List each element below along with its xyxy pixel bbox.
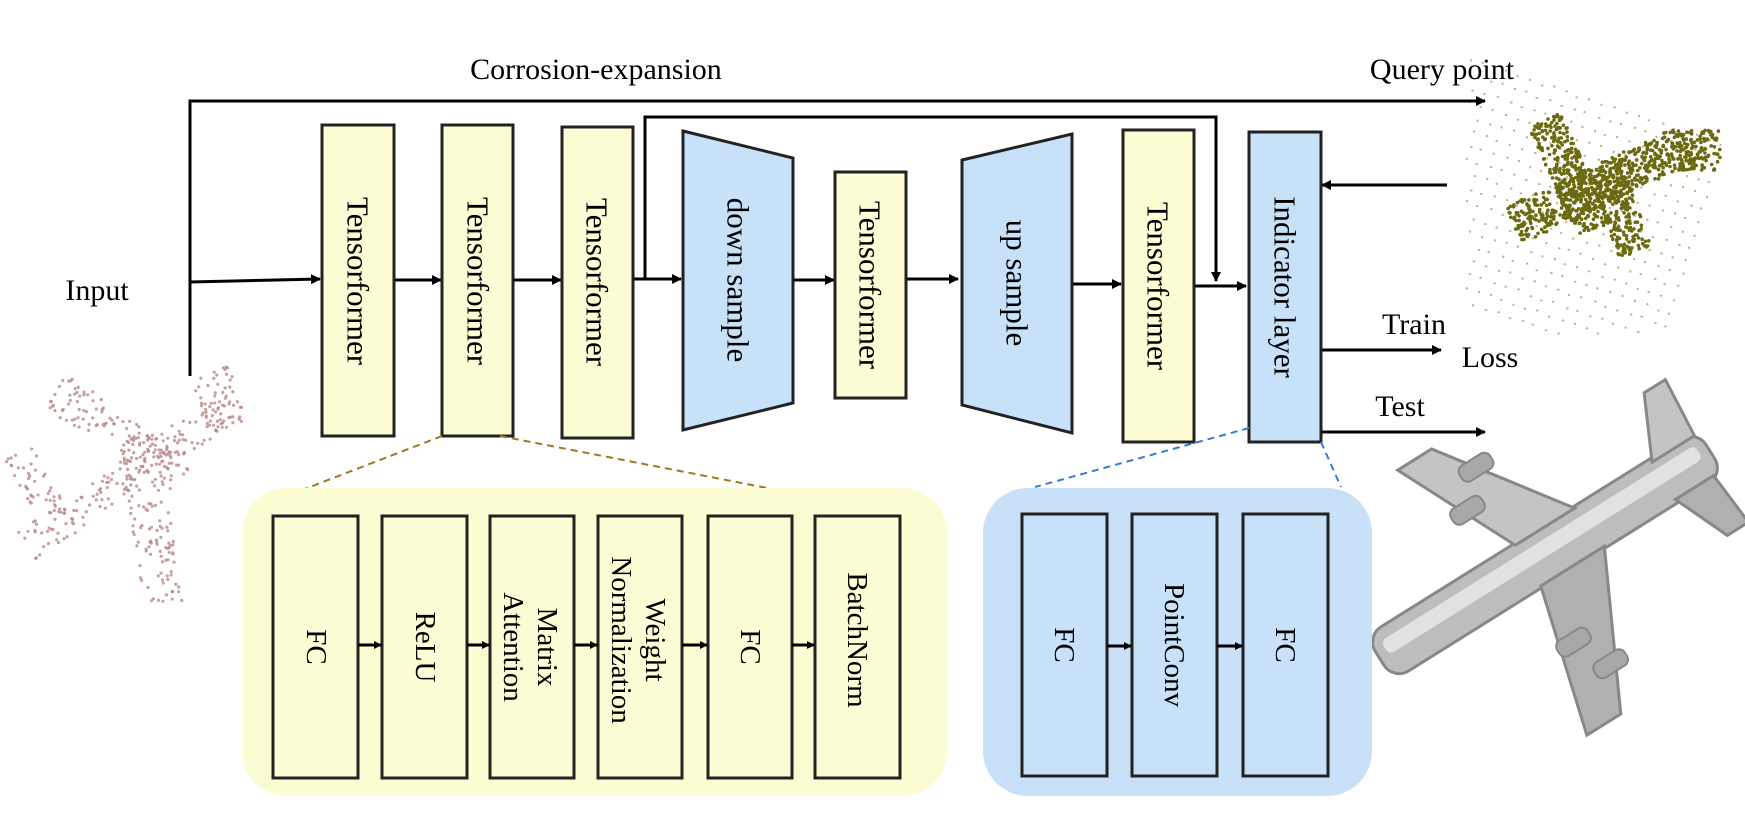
svg-text:down sample: down sample <box>721 198 756 362</box>
svg-text:Matrix: Matrix <box>531 608 563 687</box>
tensorformer-block-5: Tensorformer <box>1121 128 1196 444</box>
svg-text:Weight: Weight <box>639 598 671 681</box>
test-label: Test <box>1375 390 1425 423</box>
svg-text:FC: FC <box>1048 627 1080 662</box>
indicator-layer-block: Indicator layer <box>1247 130 1323 444</box>
input-label: Input <box>65 274 129 307</box>
detail-relu-block: ReLU <box>380 514 469 780</box>
svg-text:FC: FC <box>300 629 332 664</box>
svg-text:up sample: up sample <box>1000 220 1035 347</box>
indicator-fc-2-block: FC <box>1241 512 1330 778</box>
svg-text:BatchNorm: BatchNorm <box>841 572 873 708</box>
indicator-detail-connector <box>1034 427 1342 488</box>
query-point-label: Query point <box>1370 53 1515 86</box>
up-sample-block: up sample <box>960 132 1074 435</box>
svg-text:Attention: Attention <box>497 592 529 702</box>
indicator-pointconv-block: PointConv <box>1130 512 1219 778</box>
query-point-cloud-image <box>1465 59 1722 335</box>
svg-text:Tensorformer: Tensorformer <box>853 201 888 370</box>
svg-text:Tensorformer: Tensorformer <box>580 198 615 367</box>
skip-arrow <box>643 115 1221 282</box>
corrosion-expansion-label: Corrosion-expansion <box>470 53 722 86</box>
detail-weight-normalization-block: Weight Normalization <box>596 514 684 780</box>
tensorformer-detail-panel: FC ReLU Matrix Attention Weight Normaliz… <box>242 488 947 796</box>
svg-text:Tensorformer: Tensorformer <box>461 197 496 366</box>
svg-text:Indicator layer: Indicator layer <box>1268 196 1303 378</box>
indicator-detail-panel: FC PointConv FC <box>983 488 1372 796</box>
detail-fc-1-block: FC <box>271 514 360 780</box>
svg-text:Normalization: Normalization <box>605 556 637 724</box>
connectors <box>188 96 1486 437</box>
input-arrow <box>189 274 321 285</box>
tensorformer-block-4: Tensorformer <box>833 170 908 400</box>
svg-text:Tensorformer: Tensorformer <box>341 197 376 366</box>
indicator-fc-1-block: FC <box>1020 512 1109 778</box>
tensorformer-block-2: Tensorformer <box>440 123 515 438</box>
output-mesh-image <box>1371 377 1745 738</box>
tensorformer-block-3: Tensorformer <box>560 125 635 440</box>
detail-fc-2-block: FC <box>706 514 794 780</box>
train-label: Train <box>1382 308 1446 341</box>
svg-text:ReLU: ReLU <box>409 612 441 683</box>
svg-text:Tensorformer: Tensorformer <box>1141 202 1176 371</box>
corrosion-expansion-arrow <box>188 96 1486 376</box>
svg-text:PointConv: PointConv <box>1158 583 1190 708</box>
svg-text:FC: FC <box>1269 627 1301 662</box>
loss-label: Loss <box>1462 341 1519 374</box>
svg-text:FC: FC <box>734 629 766 664</box>
input-point-cloud-image <box>4 365 244 604</box>
down-sample-block: down sample <box>681 129 795 432</box>
tensorformer-block-1: Tensorformer <box>320 123 396 438</box>
detail-batchnorm-block: BatchNorm <box>813 514 902 780</box>
detail-matrix-attention-block: Matrix Attention <box>488 514 576 780</box>
